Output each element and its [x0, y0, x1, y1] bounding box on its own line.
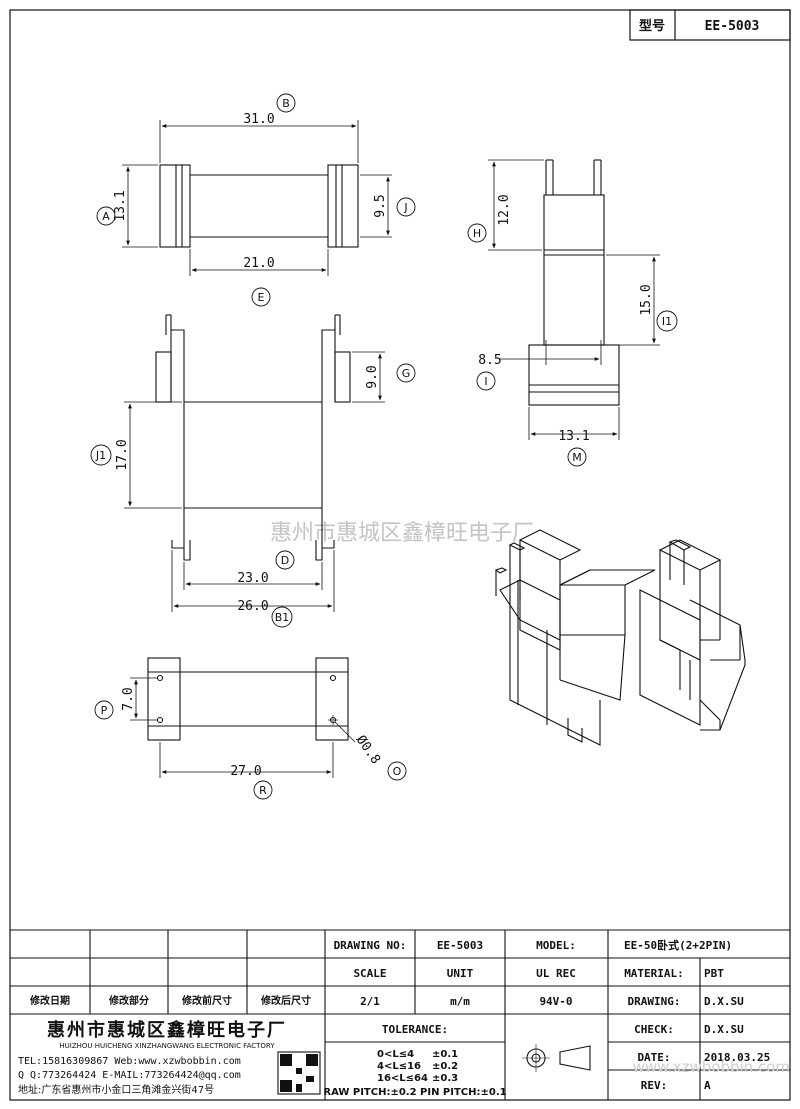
website-watermark: www.xzwbobbin.com	[633, 1058, 790, 1076]
callout-G: G	[402, 367, 411, 380]
dim-E: 21.0	[243, 256, 274, 271]
watermark: 惠州市惠城区鑫樟旺电子厂	[270, 521, 534, 546]
tol2-range: 4<L≤16	[377, 1061, 421, 1072]
company-qq: Q Q:773264424 E-MAIL:773264424@qq.com	[18, 1070, 241, 1081]
top-view	[122, 120, 392, 276]
drawing-no-value: EE-5003	[437, 939, 483, 952]
company-tel: TEL:15816309867 Web:www.xzwbobbin.com	[18, 1056, 241, 1067]
rev-col-after: 修改后尺寸	[260, 994, 311, 1007]
model-label-tb: MODEL:	[536, 939, 576, 952]
dim-M: 13.1	[558, 429, 589, 444]
model-value: EE-5003	[705, 19, 760, 34]
company-name-en: HUIZHOU HUICHENG XINZHANGWANG ELECTRONIC…	[59, 1042, 275, 1050]
company-name-cn: 惠州市惠城区鑫樟旺电子厂	[47, 1019, 287, 1041]
rev-label: REV:	[641, 1079, 668, 1092]
rev-col-date: 修改日期	[29, 994, 70, 1007]
check-label: CHECK:	[634, 1023, 674, 1036]
check-value: D.X.SU	[704, 1023, 744, 1036]
callout-circles	[90, 93, 678, 800]
drawing-border	[9, 9, 791, 1101]
dim-B1: 26.0	[237, 599, 268, 614]
dim-D: 23.0	[237, 571, 268, 586]
drawing-value: D.X.SU	[704, 995, 744, 1008]
rev-col-before: 修改前尺寸	[181, 994, 232, 1007]
tol2-value: ±0.2	[432, 1061, 458, 1072]
material-value: PBT	[704, 967, 724, 980]
title-block-text: DRAWING NO: EE-5003 MODEL: EE-50卧式(2+2PI…	[18, 938, 790, 1098]
tol1-value: ±0.1	[432, 1049, 458, 1060]
dim-A: 13.1	[113, 190, 128, 221]
tol3-value: ±0.3	[432, 1073, 458, 1084]
title-block	[10, 929, 790, 1100]
callout-A: A	[102, 210, 110, 223]
callout-J1: J1	[95, 449, 106, 462]
dim-H: 12.0	[497, 194, 512, 225]
callout-O: O	[393, 765, 402, 778]
callout-R: R	[259, 784, 267, 797]
dim-J: 9.5	[373, 194, 388, 217]
callout-B: B	[282, 97, 290, 110]
dim-B: 31.0	[243, 112, 274, 127]
company-address: 地址:广东省惠州市小金口三角滩金兴街47号	[18, 1083, 214, 1096]
callout-J: J	[403, 201, 407, 214]
dim-I: 8.5	[478, 353, 501, 368]
callout-I: I	[484, 375, 487, 388]
date-label: DATE:	[637, 1051, 670, 1064]
scale-label: SCALE	[353, 967, 386, 980]
material-label: MATERIAL:	[624, 967, 684, 980]
callout-M: M	[572, 451, 582, 464]
callout-P: P	[101, 704, 108, 717]
callout-B1: B1	[275, 611, 290, 624]
dim-O: Ø0.8	[353, 733, 383, 767]
callout-H: H	[473, 227, 481, 240]
ul-value: 94V-0	[539, 995, 572, 1008]
callout-D: D	[281, 554, 289, 567]
side-view	[488, 159, 660, 440]
pitch-tolerance: RAW PITCH:±0.2 PIN PITCH:±0.1	[323, 1087, 506, 1098]
front-view	[124, 314, 385, 612]
header-model-box: 型号 EE-5003	[629, 9, 791, 41]
isometric-view	[494, 529, 746, 746]
ul-label: UL REC	[536, 967, 576, 980]
dim-I1: 15.0	[639, 284, 654, 315]
callout-I1: I1	[662, 315, 672, 328]
drawing-no-label: DRAWING NO:	[334, 939, 407, 952]
tol3-range: 16<L≤64	[377, 1073, 428, 1084]
drawing-label: DRAWING:	[628, 995, 681, 1008]
unit-label: UNIT	[447, 967, 474, 980]
callout-letters: B A J E H I1 I M G J1 D B1 P O R	[95, 97, 672, 797]
callout-E: E	[258, 291, 265, 304]
dim-P: 7.0	[121, 687, 136, 710]
model-value-tb: EE-50卧式(2+2PIN)	[624, 938, 732, 952]
dim-G: 9.0	[365, 365, 380, 388]
bottom-view	[130, 657, 356, 778]
date-value: 2018.03.25	[704, 1051, 770, 1064]
tol1-range: 0<L≤4	[377, 1049, 414, 1060]
model-label: 型号	[639, 18, 665, 34]
rev-value: A	[704, 1079, 711, 1092]
dim-R: 27.0	[230, 764, 261, 779]
rev-col-part: 修改部分	[108, 994, 149, 1007]
unit-value: m/m	[450, 995, 470, 1008]
tolerance-label: TOLERANCE:	[382, 1023, 448, 1036]
dimension-labels: 31.0 13.1 9.5 21.0 12.0 15.0 8.5 13.1 9.…	[113, 112, 654, 779]
scale-value: 2/1	[360, 995, 380, 1008]
dim-J1: 17.0	[115, 439, 130, 470]
